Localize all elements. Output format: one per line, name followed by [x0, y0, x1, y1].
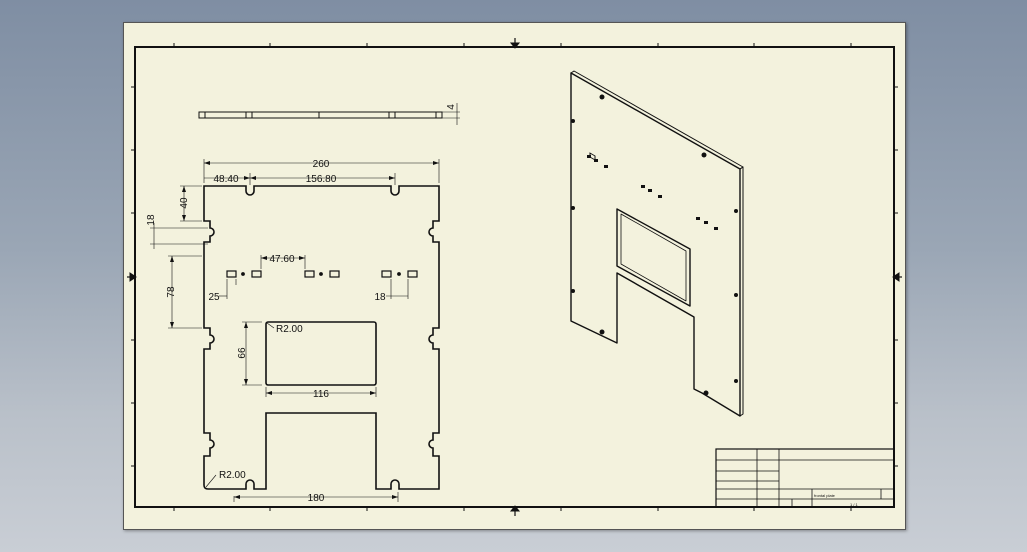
dim-top-height: 40	[179, 197, 190, 209]
centering-marks	[127, 38, 902, 516]
dim-tab-height: 18	[146, 214, 157, 226]
dim-thickness: 4	[446, 104, 457, 110]
technical-drawing: 4	[127, 38, 902, 516]
dim-slot-offset: 18	[374, 292, 386, 303]
isometric-details	[571, 94, 738, 396]
dim-slot-width: 25	[208, 292, 220, 303]
title-block-sheet: 1 / 1	[850, 502, 859, 507]
title-block-name: frontal plate	[814, 493, 836, 498]
dim-left-offset: 48.40	[213, 174, 238, 185]
plate-outline	[203, 185, 440, 490]
dim-slot-pair-spacing: 47.60	[269, 254, 294, 265]
border-ticks	[131, 43, 898, 511]
drawing-sheet: 4	[123, 22, 906, 530]
dim-overall-width: 260	[313, 159, 330, 170]
edge-view	[198, 103, 460, 125]
dim-window-width: 116	[313, 389, 329, 400]
window-cutout	[265, 321, 377, 386]
dim-corner-radius: R2.00	[219, 470, 246, 481]
dimension-lines	[150, 159, 440, 502]
drawing-border	[134, 46, 895, 508]
dim-slot-spacing: 156.80	[306, 174, 337, 185]
dimension-arrows	[170, 161, 439, 499]
dim-window-height: 66	[237, 347, 248, 359]
dim-bottom-width: 180	[308, 493, 325, 504]
isometric-view	[570, 70, 744, 417]
slot-row	[226, 270, 418, 278]
title-block	[715, 448, 895, 508]
dim-side-length: 78	[166, 286, 177, 298]
dim-window-radius: R2.00	[276, 324, 303, 335]
